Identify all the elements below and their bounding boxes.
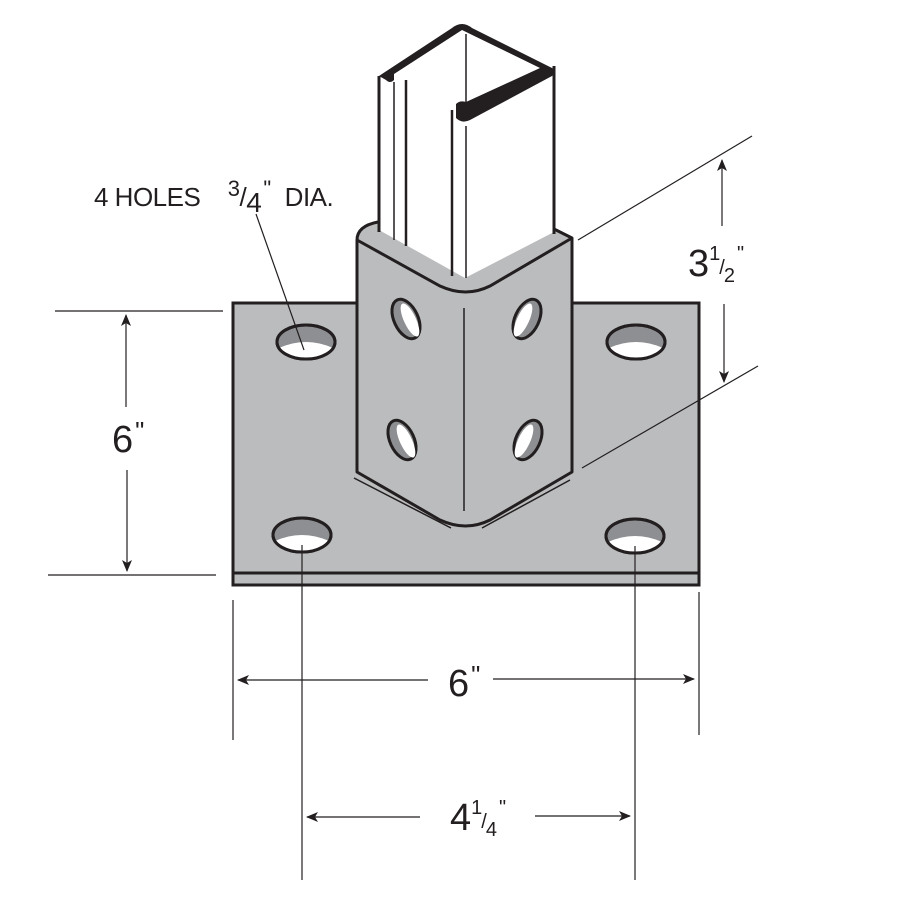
bracket-hole-upper-left <box>390 297 422 341</box>
spacing-whole: 4 <box>450 797 472 839</box>
width-dimension-label: 6" <box>448 662 480 703</box>
height-dimension <box>577 135 759 469</box>
plate-hole-top-left <box>275 323 337 361</box>
spacing-slash: / <box>481 811 487 833</box>
height-whole: 3 <box>688 243 710 285</box>
height-num: 1 <box>709 243 721 265</box>
width-dimension <box>232 592 700 740</box>
holes-note-prefix: 4 HOLES <box>94 182 201 212</box>
spacing-den: 4 <box>485 819 497 841</box>
holes-frac-den: 4 <box>246 187 262 218</box>
spacing-num: 1 <box>471 797 483 819</box>
plate-hole-top-right <box>605 323 667 361</box>
bracket-hole-lower-right <box>512 418 544 462</box>
depth-dimension-label: 6" <box>112 418 144 459</box>
height-dimension-label: 31/2" <box>688 244 744 286</box>
holes-frac-num: 3 <box>227 176 240 201</box>
holes-note-suffix: DIA. <box>284 182 334 212</box>
spacing-inch-mark: " <box>498 797 507 819</box>
channel-post <box>377 24 556 278</box>
height-slash: / <box>719 257 725 279</box>
depth-inch-mark: " <box>135 416 145 446</box>
depth-dimension <box>48 310 223 576</box>
width-value: 6 <box>448 663 470 705</box>
holes-inch-mark: " <box>263 176 271 201</box>
hole-spacing-dimension-label: 41/4" <box>450 798 506 840</box>
bracket-hole-upper-right <box>511 297 543 341</box>
hole-spacing-dimension <box>301 545 636 880</box>
width-inch-mark: " <box>471 660 481 690</box>
height-inch-mark: " <box>736 243 745 265</box>
depth-value: 6 <box>112 419 134 461</box>
height-den: 2 <box>723 265 735 287</box>
bracket-hole-lower-left <box>386 418 418 462</box>
holes-frac-slash: / <box>239 182 247 212</box>
holes-note-label: 4 HOLES 3/4" DIA. <box>94 176 334 218</box>
holes-leader-line <box>255 213 305 351</box>
